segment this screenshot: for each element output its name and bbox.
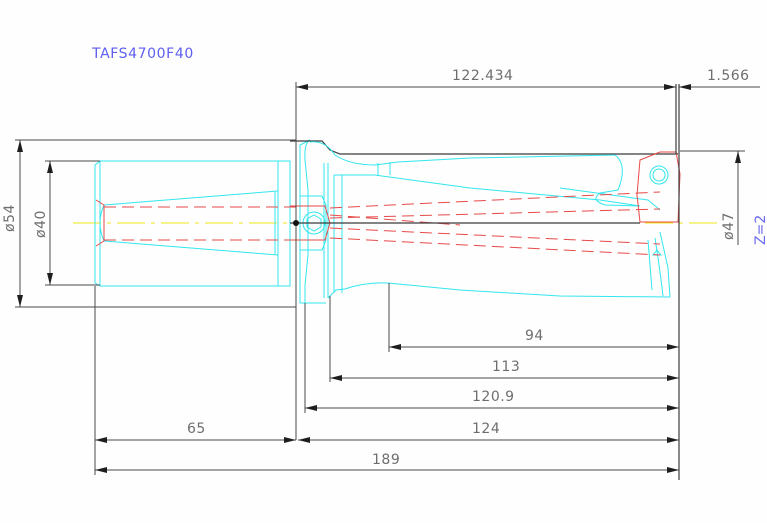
dim-tip-offset-1-566: 1.566 [679,68,760,90]
insert-pocket [290,151,681,224]
dim-flute-length-94: 94 [388,283,679,352]
gauge-point-marker [293,220,299,226]
drill-body [290,140,678,299]
shank [94,160,296,287]
dim-length-122-434: 122.434 [295,68,676,440]
svg-text:124: 124 [472,421,500,437]
svg-text:122.434: 122.434 [452,68,513,84]
dim-overall-length-189: 189 [95,452,679,473]
dim-body-length-124: 124 [298,421,679,443]
svg-text:ø47: ø47 [721,212,737,240]
svg-text:113: 113 [492,359,520,375]
dim-diameter-54: ø54 [2,139,296,308]
flute-count-label: Z=2 [753,215,767,245]
svg-text:1.566: 1.566 [707,68,750,84]
svg-text:ø40: ø40 [33,210,49,238]
svg-text:65: 65 [187,421,206,437]
dim-diameter-40: ø40 [33,160,100,286]
dim-diameter-47: ø47 [680,150,745,245]
svg-text:ø54: ø54 [2,204,18,232]
svg-text:94: 94 [525,328,544,344]
dim-length-113: 113 [329,296,679,382]
coolant-channels [329,191,661,256]
svg-text:120.9: 120.9 [472,389,515,405]
dim-length-120-9: 120.9 [304,303,679,413]
svg-text:189: 189 [372,452,400,468]
dim-shank-length-65: 65 [94,286,296,475]
part-number-title: TAFS4700F40 [91,46,194,62]
